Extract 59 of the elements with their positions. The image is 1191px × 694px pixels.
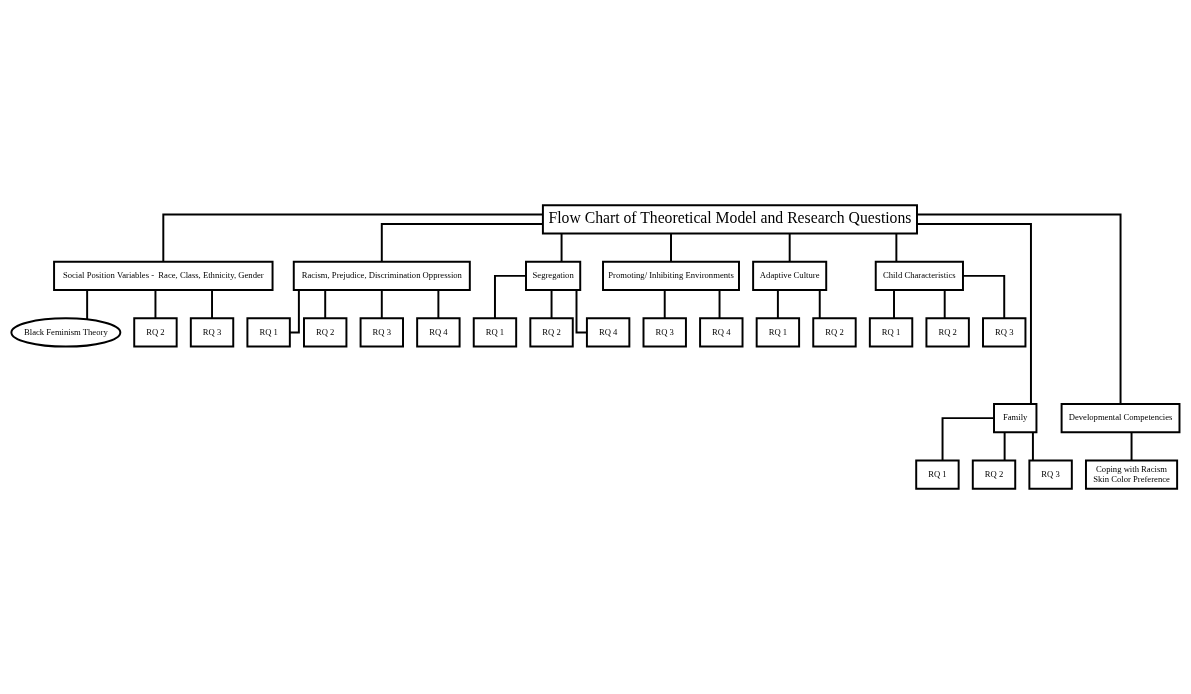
node-box: Racism, Prejudice, Discrimination Oppression — [292, 260, 471, 291]
connector — [943, 289, 946, 319]
connector — [893, 289, 895, 319]
connector — [670, 232, 672, 263]
node-box: RQ 2 — [925, 317, 970, 348]
node-box: Segregation — [525, 260, 582, 291]
node-box: RQ 2 — [133, 317, 178, 348]
node-box: RQ 4 — [699, 317, 744, 348]
node-box: RQ 3 — [982, 317, 1027, 348]
connector — [437, 289, 440, 319]
connector — [895, 232, 898, 263]
connector — [324, 289, 327, 319]
node-box: Adaptive Culture — [752, 260, 828, 291]
node-box: RQ 1 — [472, 317, 518, 348]
connector — [289, 289, 300, 334]
node-box: RQ 4 — [416, 317, 461, 348]
connector — [916, 223, 1032, 405]
node-box: RQ 1 — [868, 317, 914, 348]
node-box: RQ 3 — [1028, 459, 1073, 490]
connector — [941, 417, 995, 462]
connector — [575, 289, 588, 334]
connector — [776, 289, 779, 319]
node-box: Flow Chart of Theoretical Model and Research Questions — [541, 204, 918, 235]
node-box: RQ 1 — [915, 459, 960, 490]
connector — [380, 289, 383, 319]
node-box: RQ 3 — [642, 317, 687, 348]
connector — [1130, 431, 1133, 462]
node-box: Developmental Competencies — [1060, 403, 1181, 434]
connector — [788, 232, 791, 263]
connector — [916, 213, 1122, 405]
connector — [380, 223, 544, 263]
connector — [162, 213, 544, 263]
node-box: Family — [993, 403, 1038, 434]
node-box: Coping with Racism Skin Color Preference — [1085, 459, 1179, 490]
connector — [962, 274, 1006, 320]
node-box: Social Position Variables - Race, Class, Ethnicity, Gender — [53, 260, 274, 291]
connector — [818, 289, 821, 319]
connector — [493, 274, 527, 320]
connector — [154, 289, 157, 319]
node-box: RQ 3 — [359, 317, 404, 348]
node-ellipse: Black Feminism Theory — [10, 317, 122, 348]
connector — [560, 232, 563, 263]
node-box: RQ 1 — [246, 317, 291, 348]
node-box: RQ 2 — [812, 317, 857, 348]
connector — [211, 289, 213, 319]
connector — [1031, 431, 1034, 462]
node-box: RQ 2 — [303, 317, 348, 348]
connector — [86, 289, 89, 321]
node-box: RQ 3 — [189, 317, 235, 348]
node-box: Child Characteristics — [874, 260, 964, 291]
node-box: RQ 1 — [755, 317, 801, 348]
node-box: RQ 4 — [585, 317, 631, 348]
connector — [550, 289, 553, 319]
connector — [663, 289, 666, 319]
connector — [1003, 431, 1006, 462]
node-box: RQ 2 — [971, 459, 1017, 490]
connector — [718, 289, 721, 319]
node-box: Promoting/ Inhibiting Environments — [602, 260, 740, 291]
node-box: RQ 2 — [529, 317, 574, 348]
